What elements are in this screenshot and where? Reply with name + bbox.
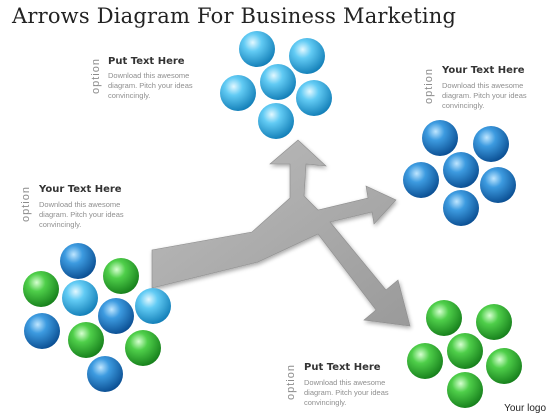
block-heading: Your Text Here <box>442 65 525 76</box>
logo-text: Your logo <box>504 403 546 414</box>
three-way-arrow <box>151 139 411 327</box>
sphere <box>443 152 479 188</box>
option-label: option <box>90 58 102 94</box>
block-heading: Put Text Here <box>108 56 185 67</box>
block-body: Download this awesome diagram. Pitch you… <box>39 200 124 229</box>
sphere <box>98 298 134 334</box>
sphere <box>239 31 275 67</box>
sphere <box>103 258 139 294</box>
bottom-right-sphere-cluster <box>407 300 522 408</box>
block-heading: Put Text Here <box>304 362 381 373</box>
sphere <box>62 280 98 316</box>
right-sphere-cluster <box>403 120 516 226</box>
sphere <box>220 75 256 111</box>
sphere <box>260 64 296 100</box>
sphere <box>403 162 439 198</box>
sphere <box>125 330 161 366</box>
block-body: Download this awesome diagram. Pitch you… <box>108 71 193 100</box>
top-sphere-cluster <box>220 31 332 139</box>
block-heading: Your Text Here <box>39 184 122 195</box>
sphere <box>23 271 59 307</box>
arrow-body <box>151 139 411 327</box>
block-body: Download this awesome diagram. Pitch you… <box>304 378 389 407</box>
sphere <box>486 348 522 384</box>
sphere <box>68 322 104 358</box>
sphere <box>426 300 462 336</box>
block-body: Download this awesome diagram. Pitch you… <box>442 81 527 110</box>
sphere <box>60 243 96 279</box>
sphere <box>443 190 479 226</box>
sphere <box>135 288 171 324</box>
bottom-left-sphere-cluster <box>23 243 171 392</box>
option-label: option <box>285 364 297 400</box>
sphere <box>258 103 294 139</box>
sphere <box>289 38 325 74</box>
page-title: Arrows Diagram For Business Marketing <box>12 4 457 28</box>
sphere <box>480 167 516 203</box>
sphere <box>296 80 332 116</box>
sphere <box>447 333 483 369</box>
sphere <box>24 313 60 349</box>
sphere <box>87 356 123 392</box>
sphere <box>473 126 509 162</box>
sphere <box>422 120 458 156</box>
option-label: option <box>20 186 32 222</box>
option-label: option <box>423 68 435 104</box>
sphere <box>447 372 483 408</box>
sphere <box>407 343 443 379</box>
sphere <box>476 304 512 340</box>
